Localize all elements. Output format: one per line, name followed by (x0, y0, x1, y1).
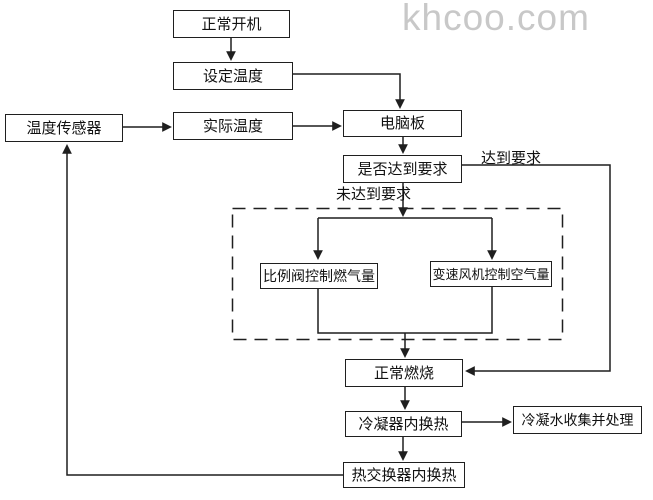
node-condensate-treatment: 冷凝水收集并处理 (513, 406, 642, 434)
node-condenser-heat-exchange: 冷凝器内换热 (345, 411, 462, 437)
node-heat-exchanger: 热交换器内换热 (343, 462, 465, 488)
watermark-text: khcoo.com (402, 0, 590, 38)
node-requirement-check: 是否达到要求 (343, 155, 462, 183)
node-proportional-valve: 比例阀控制燃气量 (260, 263, 378, 289)
node-normal-startup: 正常开机 (173, 10, 290, 38)
node-actual-temperature: 实际温度 (173, 112, 293, 140)
node-computer-board: 电脑板 (343, 110, 462, 137)
node-temperature-sensor: 温度传感器 (5, 114, 123, 142)
node-set-temperature: 设定温度 (173, 62, 293, 90)
node-variable-speed-fan: 变速风机控制空气量 (430, 261, 552, 287)
edge-label-requirement-met: 达到要求 (481, 150, 542, 167)
node-normal-combustion: 正常燃烧 (345, 359, 463, 387)
edge-label-requirement-not-met: 未达到要求 (336, 186, 412, 203)
